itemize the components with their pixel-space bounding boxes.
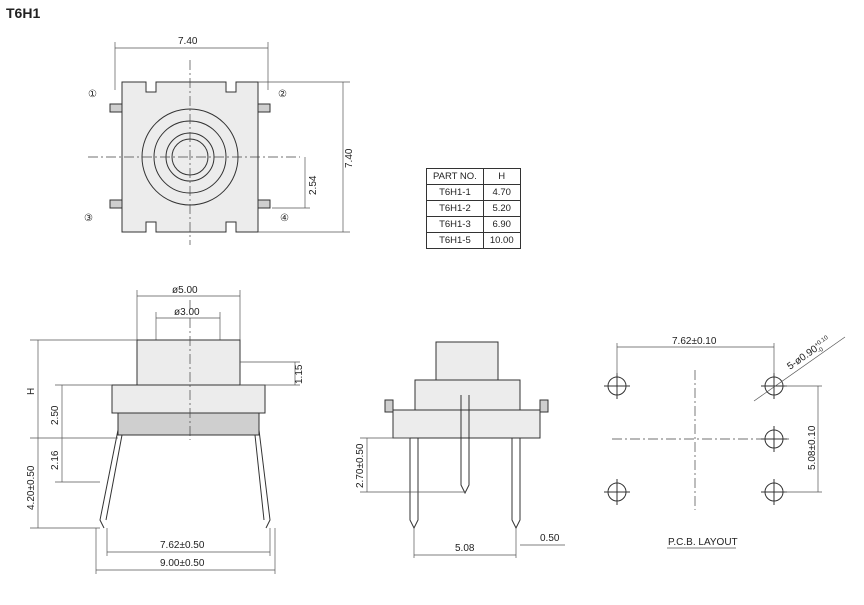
part-no: T6H1-1: [426, 184, 484, 201]
hole-dim: 5-ø0.90+0.10-0: [785, 335, 834, 375]
table-header-row: PART NO. H: [426, 168, 521, 185]
pin-3-label: ③: [84, 213, 93, 224]
hole-tol-minus: -0: [817, 346, 825, 354]
cap-height-dim: 1.15: [294, 364, 305, 384]
top-height-dim: 7.40: [344, 148, 355, 168]
outer-diameter-dim: ø5.00: [172, 285, 198, 296]
front-pin-length-dim: 2.70±0.50: [355, 443, 366, 488]
pcb-vertical-dim: 5.08±0.10: [807, 425, 818, 470]
inner-diameter-dim: ø3.00: [174, 307, 200, 318]
pin-span-dim: 7.62±0.50: [160, 540, 205, 551]
h-value: 6.90: [482, 216, 521, 233]
pin-1-label: ①: [88, 89, 97, 100]
part-no: T6H1-5: [426, 232, 484, 249]
pcb-hole: [604, 373, 787, 505]
part-no: T6H1-2: [426, 200, 484, 217]
h-value: 10.00: [482, 232, 521, 249]
hole-tol-plus: +0.10: [814, 335, 830, 349]
header-part-no: PART NO.: [426, 168, 484, 185]
overall-width-dim: 9.00±0.50: [160, 558, 205, 569]
side-view: ø5.00 ø3.00 H 1.15 2.50 2.16 4.20±0.50 7…: [26, 285, 305, 574]
pcb-layout: 7.62±0.10 5-ø0.90+0.10-0 5.08±0.10 P.C.B…: [604, 335, 846, 549]
pin-2-label: ②: [278, 89, 287, 100]
pcb-horizontal-dim: 7.62±0.10: [672, 336, 717, 347]
pcb-layout-label: P.C.B. LAYOUT: [668, 537, 738, 548]
top-width-dim: 7.40: [178, 36, 198, 47]
top-view: 7.40 7.40 2.54 ① ② ③ ④: [84, 36, 355, 245]
part-no: T6H1-3: [426, 216, 484, 233]
front-pitch-dim: 5.08: [455, 543, 475, 554]
page-title: T6H1: [6, 5, 41, 21]
h-value: 5.20: [482, 200, 521, 217]
header-h: H: [482, 168, 521, 185]
h-dim: H: [26, 388, 37, 395]
pitch-dim: 2.54: [308, 175, 319, 195]
pin-width-dim: 0.50: [540, 533, 560, 544]
pin-length-dim: 4.20±0.50: [26, 465, 37, 510]
pin-offset-dim: 2.16: [50, 450, 61, 470]
body-height-dim: 2.50: [50, 405, 61, 425]
h-value: 4.70: [482, 184, 521, 201]
front-view: 2.70±0.50 5.08 0.50: [355, 341, 565, 558]
pin-4-label: ④: [280, 213, 289, 224]
